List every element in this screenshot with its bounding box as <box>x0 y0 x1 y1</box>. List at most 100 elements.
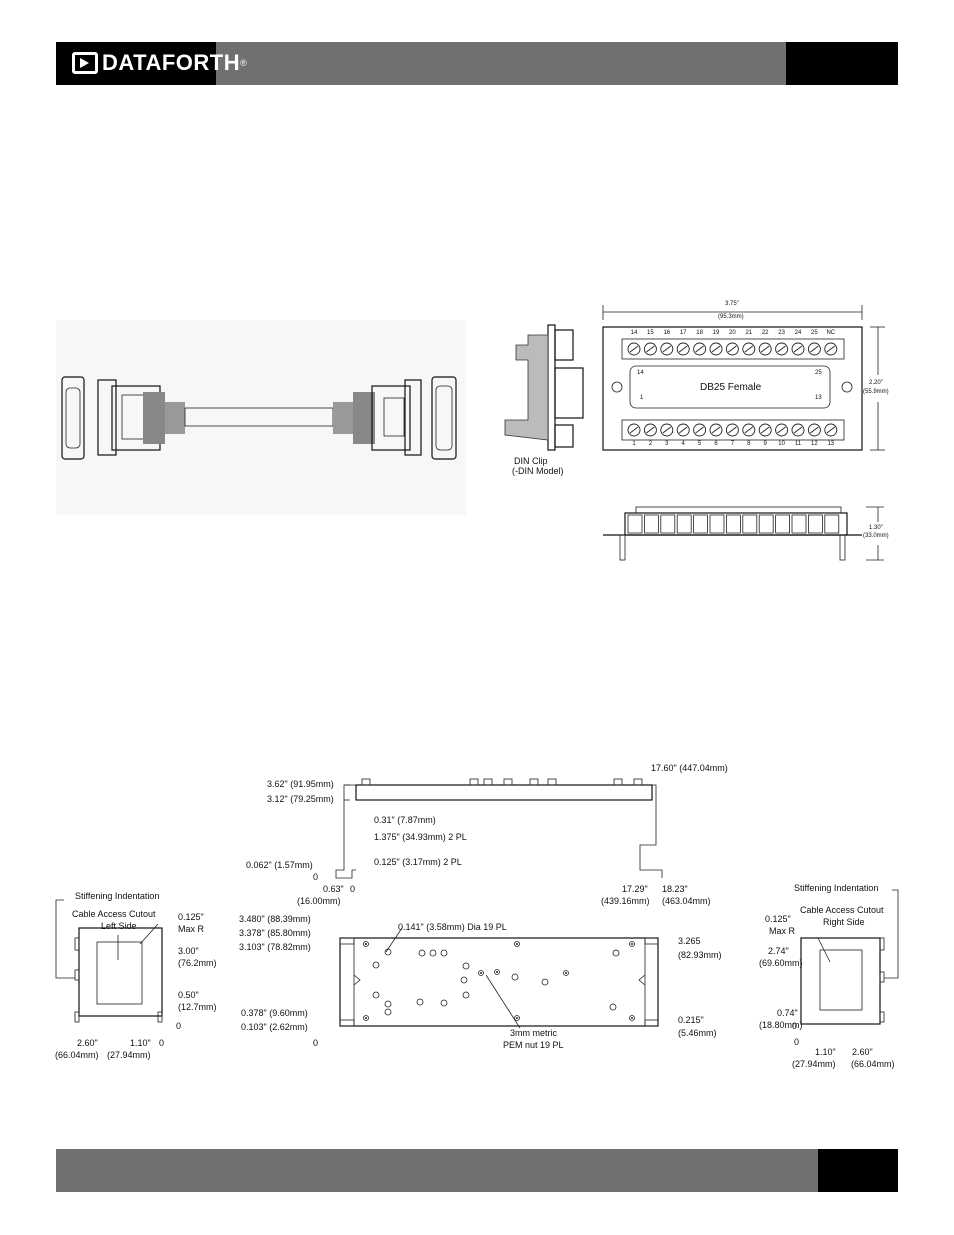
top-screw-slot-20 <box>728 345 737 353</box>
top-terminal-number-16: 16 <box>663 330 671 336</box>
mounting-hole <box>384 948 392 956</box>
left-dim-0-50-mm: (12.7mm) <box>178 1002 217 1012</box>
dim-3-103: 3.103" (78.82mm) <box>239 942 311 952</box>
left-cutout-label-2: Left Side <box>101 921 137 931</box>
right-dim-2-74-mm: (69.60mm) <box>759 958 803 968</box>
left-dim-2-60: 2.60" <box>77 1038 98 1048</box>
dim-3-378: 3.378" (85.80mm) <box>239 928 311 938</box>
right-dim-1-10: 1.10" <box>815 1047 836 1057</box>
top-screw-slot-17 <box>678 345 688 353</box>
board-width-dim: 3.75" <box>725 301 739 307</box>
dim-0-215-mm: (5.46mm) <box>678 1028 717 1038</box>
left-dim-3-00-mm: (76.2mm) <box>178 958 217 968</box>
side-terminal-block <box>726 514 741 534</box>
bottom-screw-slot-5 <box>695 426 704 434</box>
right-side-view <box>800 889 899 1025</box>
right-zero-b: 0 <box>794 1037 800 1047</box>
bottom-terminal-number-2: 2 <box>648 441 653 447</box>
bottom-terminal-number-10: 10 <box>778 441 785 447</box>
footer-bar <box>56 1149 818 1192</box>
bottom-screw-slot-10 <box>777 426 786 434</box>
pem-note-2: PEM nut 19 PL <box>503 1040 564 1050</box>
bottom-screw-slot-1 <box>629 426 639 434</box>
board-height-dim: 2.20" <box>869 380 883 386</box>
plan-zero: 0 <box>313 1038 319 1048</box>
right-cutout-label-1: Cable Access Cutout <box>800 905 884 915</box>
side-terminal-block <box>693 514 708 534</box>
side-terminal-block <box>808 514 823 534</box>
mounting-hole <box>440 999 448 1007</box>
top-screw-slot-16 <box>662 345 672 353</box>
bottom-terminal-number-3: 3 <box>665 441 669 447</box>
mounting-hole <box>460 976 468 984</box>
right-stiffening-label: Stiffening Indentation <box>794 883 879 893</box>
bottom-screw-slot-12 <box>810 426 819 434</box>
right-zero-a: 0 <box>792 1021 798 1031</box>
pem-nut-center <box>516 1017 518 1019</box>
mounting-hole <box>462 962 470 970</box>
left-dim-3-00: 3.00" <box>178 946 199 956</box>
bottom-terminal-number-1: 1 <box>632 441 636 447</box>
dataforth-logo: DATAFORTH® <box>72 50 247 76</box>
mounting-hole <box>372 961 380 969</box>
left-side-view <box>55 899 163 1023</box>
left-stiffening-label: Stiffening Indentation <box>75 891 160 901</box>
bottom-screw-slot-2 <box>646 426 655 434</box>
pin-25-label: 25 <box>815 370 822 376</box>
side-height-dim-mm: (33.0mm) <box>863 533 889 539</box>
mounting-hole <box>429 949 437 957</box>
bottom-screw-slot-9 <box>760 426 770 434</box>
side-terminal-block <box>824 514 840 534</box>
mounting-hole <box>440 949 448 957</box>
dim-1-375: 1.375" (34.93mm) 2 PL <box>374 832 467 842</box>
top-screw-slot-21 <box>744 345 754 353</box>
left-radius-2: Max R <box>178 924 205 934</box>
dim-0-103: 0.103" (2.62mm) <box>241 1022 308 1032</box>
side-terminal-block <box>709 514 725 534</box>
bottom-terminal-number-6: 6 <box>714 441 718 447</box>
bottom-terminal-number-4: 4 <box>681 441 685 447</box>
dim-18-23: 18.23" <box>662 884 688 894</box>
mounting-hole <box>609 1003 617 1011</box>
side-height-dim: 1.30" <box>869 525 883 531</box>
top-screw-slot-22 <box>760 345 770 353</box>
din-clip-figure <box>504 324 584 451</box>
left-zero-a: 0 <box>176 1021 182 1031</box>
right-radius-2: Max R <box>769 926 796 936</box>
left-dim-1-10-mm: (27.94mm) <box>107 1050 151 1060</box>
dim-0-215: 0.215" <box>678 1015 704 1025</box>
din-clip-label: DIN Clip <box>514 456 548 466</box>
dim-3-62: 3.62" (91.95mm) <box>267 779 334 789</box>
pem-nut-center <box>565 972 567 974</box>
side-terminal-block <box>758 514 774 534</box>
brand-registered: ® <box>240 58 247 68</box>
dim-3-12: 3.12" (79.25mm) <box>267 794 334 804</box>
header-bar <box>216 42 786 85</box>
top-screw-slot-18 <box>695 345 704 353</box>
side-terminal-block <box>644 514 659 534</box>
right-dim-2-74: 2.74" <box>768 946 789 956</box>
mounting-hole <box>384 1008 392 1016</box>
bottom-screw-slot-8 <box>744 426 754 434</box>
mounting-hole <box>462 991 470 999</box>
dim-0-63-mm: (16.00mm) <box>297 896 341 906</box>
dim-3-480: 3.480" (88.39mm) <box>239 914 311 924</box>
terminal-board-side-figure <box>603 506 884 561</box>
board-width-dim-mm: (95.3mm) <box>718 314 744 320</box>
pem-nut-center <box>365 943 367 945</box>
footer-page-block <box>818 1149 898 1192</box>
dim-0-31: 0.31" (7.87mm) <box>374 815 436 825</box>
left-cutout-label-1: Cable Access Cutout <box>72 909 156 919</box>
mounting-hole <box>612 949 620 957</box>
bottom-screw-slot-4 <box>678 426 688 434</box>
front-zero-left: 0 <box>313 872 319 882</box>
top-terminal-number-20: 20 <box>729 330 736 336</box>
top-terminal-screws <box>627 342 838 356</box>
bottom-screw-slot-11 <box>793 426 803 434</box>
side-terminal-block <box>791 514 807 534</box>
bottom-terminal-number-13: 13 <box>827 441 835 447</box>
board-height-dim-mm: (55.9mm) <box>863 389 889 395</box>
db25-label: DB25 Female <box>700 382 762 393</box>
right-cutout-label-2: Right Side <box>823 917 865 927</box>
top-screw-slot-25 <box>810 345 819 353</box>
